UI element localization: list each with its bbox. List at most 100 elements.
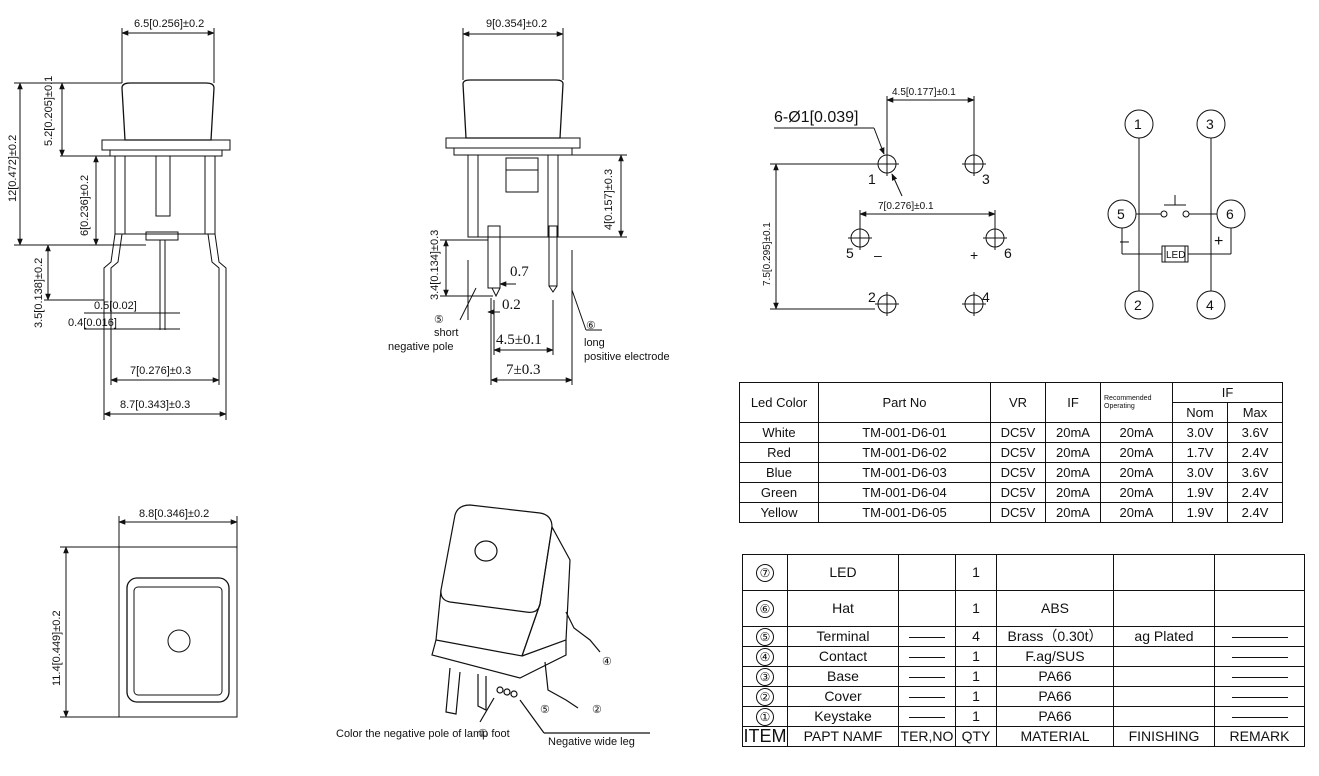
- led-if: 20mA: [1045, 442, 1101, 463]
- bom-item: ⑦: [756, 563, 774, 582]
- iso-callout-4: ④: [602, 656, 612, 668]
- dim-pitch-x-top: 4.5[0.177]±0.1: [892, 87, 956, 98]
- bom-terno: [898, 666, 956, 687]
- pin6-callout: ⑥: [586, 320, 596, 332]
- bom-finishing: ag Plated: [1113, 626, 1215, 647]
- bom-name: Base: [787, 666, 899, 687]
- bom-name: Keystake: [787, 706, 899, 727]
- led-color: Green: [739, 482, 819, 503]
- led-max: 3.6V: [1227, 422, 1283, 443]
- table-row: ⑥ Hat 1 ABS: [742, 590, 1305, 627]
- positive-electrode-label: positive electrode: [584, 351, 670, 363]
- table-row: ② Cover 1 PA66: [742, 686, 1305, 707]
- led-nom: 1.9V: [1172, 502, 1228, 523]
- bom-finishing: [1113, 706, 1215, 727]
- iso-note-left: Color the negative pole of lamp foot: [336, 728, 510, 740]
- led-rec: 20mA: [1100, 502, 1173, 523]
- dim-holes: 6-Ø1[0.039]: [774, 109, 859, 126]
- pcb-footprint: [770, 96, 1007, 316]
- led-vr: DC5V: [990, 462, 1046, 483]
- bom-qty: 1: [955, 646, 997, 667]
- bom-name: Contact: [787, 646, 899, 667]
- sch-pin-5: 5: [1117, 206, 1125, 222]
- table-row: Green TM-001-D6-04 DC5V 20mA 20mA 1.9V 2…: [739, 482, 1283, 503]
- bom-qty: 1: [955, 554, 997, 591]
- dim-pitch-x-mid: 7[0.276]±0.1: [878, 201, 934, 212]
- led-col-nom: Nom: [1172, 402, 1228, 423]
- bom-item: ①: [756, 707, 774, 726]
- isometric-view: [431, 504, 650, 734]
- led-part: TM-001-D6-03: [818, 462, 991, 483]
- bom-material: [996, 554, 1114, 591]
- dim-front-7: 7±0.3: [506, 362, 540, 378]
- dash-line: [1231, 676, 1288, 678]
- long-pole-label: long: [584, 337, 605, 349]
- iso-callout-2: ②: [592, 704, 602, 716]
- bom-h-material: MATERIAL: [996, 726, 1114, 747]
- led-part: TM-001-D6-04: [818, 482, 991, 503]
- bom-terno: [898, 686, 956, 707]
- bom-material: PA66: [996, 686, 1114, 707]
- bom-remark: [1214, 706, 1305, 727]
- bom-finishing: [1113, 666, 1215, 687]
- bom-item: ④: [756, 647, 774, 666]
- dim-side-pin-span: 7[0.276]±0.3: [130, 365, 191, 377]
- dim-side-body-height: 6[0.236]±0.2: [79, 175, 91, 236]
- short-pole-label: short: [434, 327, 458, 339]
- bom-remark: [1214, 626, 1305, 647]
- bom-terno: [898, 706, 956, 727]
- dim-front-45: 4.5±0.1: [496, 332, 542, 348]
- fp-plus: +: [970, 247, 978, 263]
- bom-name: Terminal: [787, 626, 899, 647]
- led-col-max: Max: [1227, 402, 1283, 423]
- table-row: White TM-001-D6-01 DC5V 20mA 20mA 3.0V 3…: [739, 422, 1283, 443]
- led-col-if: IF: [1045, 382, 1101, 423]
- led-col-rec-2: Operating: [1104, 402, 1135, 410]
- dimension-labels: 6.5[0.256]±0.2 5.2[0.205]±0.1 12[0.472]±…: [7, 18, 956, 686]
- dim-top-width: 8.8[0.346]±0.2: [139, 508, 209, 520]
- dim-side-pin-height: 3.5[0.138]±0.2: [33, 258, 45, 328]
- dash-line: [909, 656, 945, 658]
- dash-line: [1231, 636, 1288, 638]
- bom-h-finishing: FINISHING: [1113, 726, 1215, 747]
- iso-note-right: Negative wide leg: [548, 736, 635, 748]
- dim-side-total-height: 12[0.472]±0.2: [7, 135, 19, 202]
- led-max: 2.4V: [1227, 442, 1283, 463]
- bom-finishing: [1113, 686, 1215, 707]
- table-row: ⑦ LED 1: [742, 554, 1305, 591]
- bom-remark: [1214, 590, 1305, 627]
- bom-finishing: [1113, 554, 1215, 591]
- led-nom: 3.0V: [1172, 462, 1228, 483]
- bom-material: PA66: [996, 666, 1114, 687]
- led-nom: 1.9V: [1172, 482, 1228, 503]
- led-col-if-group: IF: [1172, 382, 1283, 403]
- table-row: ⑤ Terminal 4 Brass（0.30t） ag Plated: [742, 626, 1305, 647]
- callout-labels: ⑤ short negative pole ⑥ long positive el…: [336, 116, 1234, 748]
- bom-finishing: [1113, 646, 1215, 667]
- dim-side-pin-thick-b: 0.4[0.016]: [68, 317, 117, 329]
- bom-h-terno: TER,NO: [898, 726, 956, 747]
- led-part: TM-001-D6-01: [818, 422, 991, 443]
- bom-name: Hat: [787, 590, 899, 627]
- sch-pin-4: 4: [1206, 297, 1214, 313]
- table-row: Blue TM-001-D6-03 DC5V 20mA 20mA 3.0V 3.…: [739, 462, 1283, 483]
- fp-pin-4: 4: [982, 289, 990, 305]
- bom-remark: [1214, 646, 1305, 667]
- table-row: ④ Contact 1 F.ag/SUS: [742, 646, 1305, 667]
- bom-remark: [1214, 686, 1305, 707]
- led-vr: DC5V: [990, 482, 1046, 503]
- table-row: Red TM-001-D6-02 DC5V 20mA 20mA 1.7V 2.4…: [739, 442, 1283, 463]
- led-part: TM-001-D6-05: [818, 502, 991, 523]
- led-color: White: [739, 422, 819, 443]
- table-row: Yellow TM-001-D6-05 DC5V 20mA 20mA 1.9V …: [739, 502, 1283, 523]
- led-if: 20mA: [1045, 422, 1101, 443]
- led-rec: 20mA: [1100, 482, 1173, 503]
- dim-front-pin-height: 3.4[0.134]±0.3: [429, 230, 441, 300]
- dim-side-top-width: 6.5[0.256]±0.2: [134, 18, 204, 30]
- dash-line: [909, 716, 945, 718]
- dim-front-07: 0.7: [510, 264, 529, 280]
- bom-qty: 1: [955, 590, 997, 627]
- bom-table: ⑦ LED 1 ⑥ Hat 1 ABS ⑤ Terminal 4 Brass（0…: [742, 554, 1305, 747]
- schematic: [1107, 109, 1246, 320]
- led-vr: DC5V: [990, 502, 1046, 523]
